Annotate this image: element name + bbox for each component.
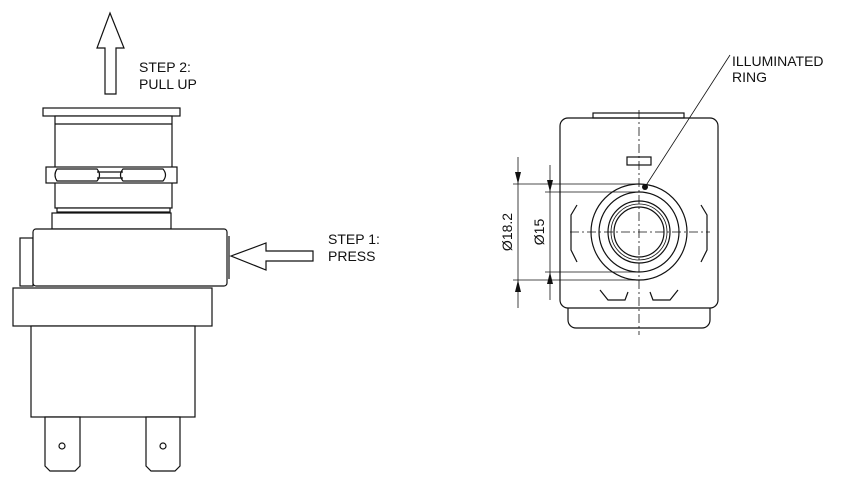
terminal-hole bbox=[58, 442, 66, 450]
neck bbox=[51, 212, 172, 230]
terminal bbox=[145, 416, 181, 472]
step2-label-2: PULL UP bbox=[139, 76, 197, 92]
step1-label-1: STEP 1: bbox=[328, 231, 380, 247]
terminal-hole bbox=[159, 442, 167, 450]
housing bbox=[32, 228, 228, 287]
callout-label-1: ILLUMINATED bbox=[732, 53, 824, 69]
dim-outer-label: Ø18.2 bbox=[499, 213, 515, 251]
small-side-block bbox=[19, 237, 34, 287]
front-view: Ø18.2 Ø15 ILLUMINATED RING bbox=[499, 53, 824, 335]
base-body bbox=[30, 325, 196, 418]
callout-leader bbox=[644, 54, 731, 188]
callout-label-2: RING bbox=[732, 69, 767, 85]
flange bbox=[12, 287, 213, 327]
nut-lobe bbox=[119, 168, 167, 182]
pull-up-arrow bbox=[96, 11, 125, 95]
press-arrow bbox=[229, 242, 314, 271]
terminal bbox=[44, 416, 81, 472]
step1-label-2: PRESS bbox=[328, 248, 375, 264]
step2-label-1: STEP 2: bbox=[139, 59, 191, 75]
button-cap bbox=[42, 107, 181, 117]
side-view: STEP 2: PULL UP STEP 1: PRESS bbox=[12, 11, 380, 472]
button-body bbox=[54, 115, 173, 209]
dim-inner-label: Ø15 bbox=[531, 219, 547, 246]
callout-dot bbox=[642, 184, 648, 190]
nut-band bbox=[45, 166, 178, 184]
